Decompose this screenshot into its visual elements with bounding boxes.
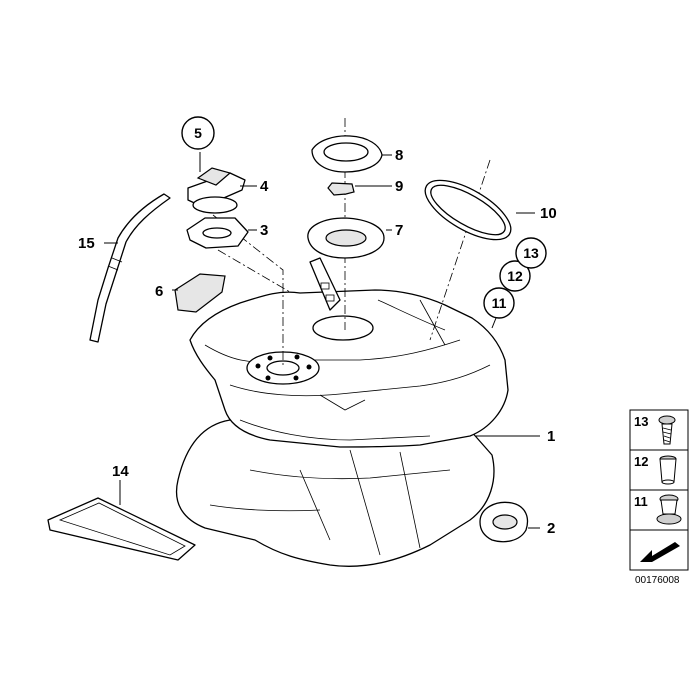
hardware-legend: 13 12 11 00176008 bbox=[629, 409, 689, 586]
grommet-icon bbox=[656, 494, 682, 525]
callout-10: 10 bbox=[540, 205, 557, 222]
part-9-clip[interactable] bbox=[327, 182, 355, 196]
callout-7: 7 bbox=[395, 222, 403, 239]
part-3-plate[interactable] bbox=[186, 217, 249, 249]
callout-2: 2 bbox=[547, 520, 555, 537]
callout-8: 8 bbox=[395, 147, 403, 164]
legend-label-12: 12 bbox=[634, 454, 648, 469]
part-14-mat[interactable] bbox=[47, 497, 196, 561]
callout-11-circle bbox=[483, 287, 515, 319]
callout-5-circle bbox=[181, 116, 215, 150]
part-7-flange[interactable] bbox=[307, 217, 385, 259]
callout-9: 9 bbox=[395, 178, 403, 195]
callout-5: 5 bbox=[194, 125, 202, 141]
part-8-clamping-ring[interactable] bbox=[311, 135, 383, 173]
callout-12-circle bbox=[499, 260, 531, 292]
part-2-filler-cap[interactable] bbox=[479, 501, 529, 543]
callout-13: 13 bbox=[523, 245, 539, 261]
part-6-pad[interactable] bbox=[174, 273, 226, 313]
callout-15: 15 bbox=[78, 235, 95, 252]
callout-13-circle bbox=[515, 237, 547, 269]
part-10-seal-ring[interactable] bbox=[416, 169, 519, 252]
fuel-tank[interactable] bbox=[176, 257, 509, 567]
callout-3: 3 bbox=[260, 222, 268, 239]
direction-arrow-icon bbox=[636, 540, 684, 566]
document-number: 00176008 bbox=[635, 575, 680, 586]
screw-icon bbox=[658, 415, 676, 445]
callout-6: 6 bbox=[155, 283, 163, 300]
callout-1: 1 bbox=[547, 428, 555, 445]
legend-label-11: 11 bbox=[634, 494, 648, 509]
spacer-sleeve-icon bbox=[659, 455, 677, 485]
callout-4: 4 bbox=[260, 178, 269, 195]
callout-14: 14 bbox=[112, 463, 129, 480]
part-4-gasket[interactable] bbox=[192, 196, 238, 214]
callout-12: 12 bbox=[507, 268, 523, 284]
callout-11: 11 bbox=[492, 295, 507, 311]
legend-label-13: 13 bbox=[634, 414, 648, 429]
part-15-hose[interactable] bbox=[89, 193, 171, 343]
